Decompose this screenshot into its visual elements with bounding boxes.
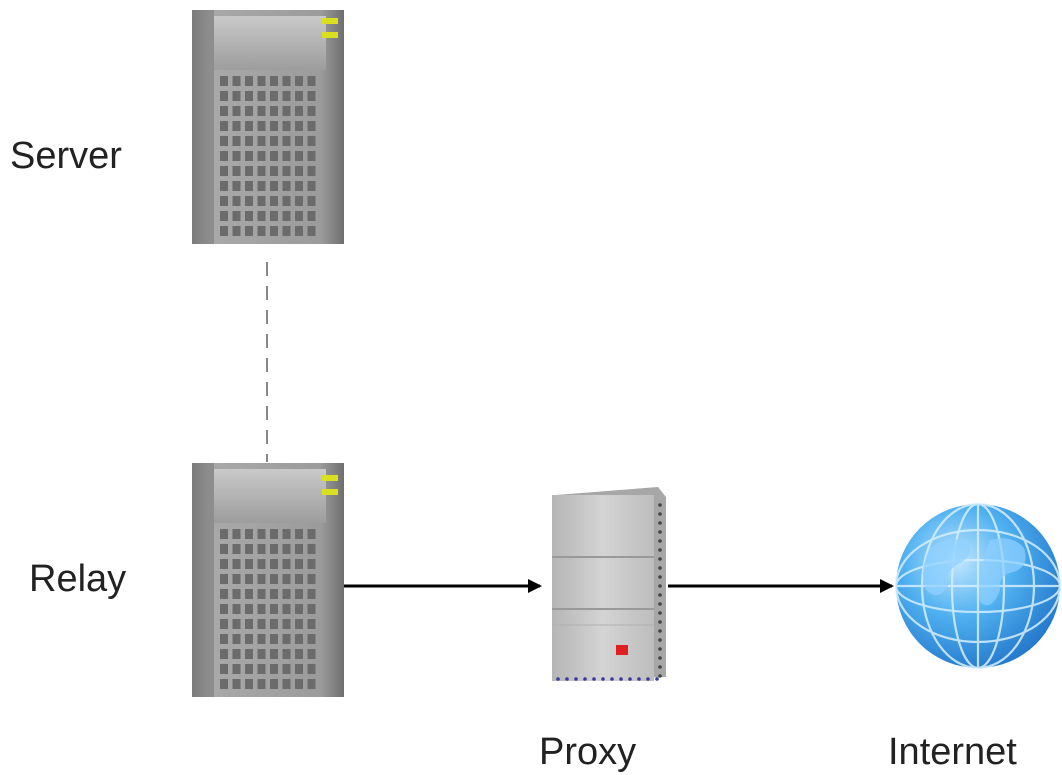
node-label-relay: Relay bbox=[29, 558, 127, 600]
node-label-server: Server bbox=[10, 135, 122, 177]
server-tower-icon bbox=[192, 463, 344, 697]
node-label-internet: Internet bbox=[888, 731, 1017, 773]
proxy-device-icon bbox=[552, 487, 666, 681]
server-tower-icon bbox=[192, 10, 344, 244]
globe-icon bbox=[894, 502, 1062, 670]
node-label-proxy: Proxy bbox=[539, 731, 637, 773]
